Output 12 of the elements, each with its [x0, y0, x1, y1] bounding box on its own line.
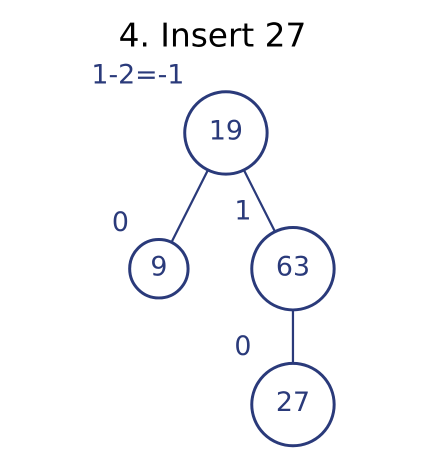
node-circle: 19 [183, 90, 269, 176]
connector [170, 170, 209, 243]
node-circle: 27 [250, 362, 336, 448]
node-circle: 9 [128, 238, 190, 300]
connector [292, 310, 294, 364]
diagram-title: 4. Insert 27 [118, 16, 306, 55]
connector [242, 170, 276, 232]
node-circle: 63 [250, 226, 336, 312]
node-label: 1-2=-1 [91, 59, 184, 90]
node-label: 0 [112, 206, 129, 238]
node-label: 1 [234, 195, 252, 226]
node-label: 0 [234, 331, 252, 362]
